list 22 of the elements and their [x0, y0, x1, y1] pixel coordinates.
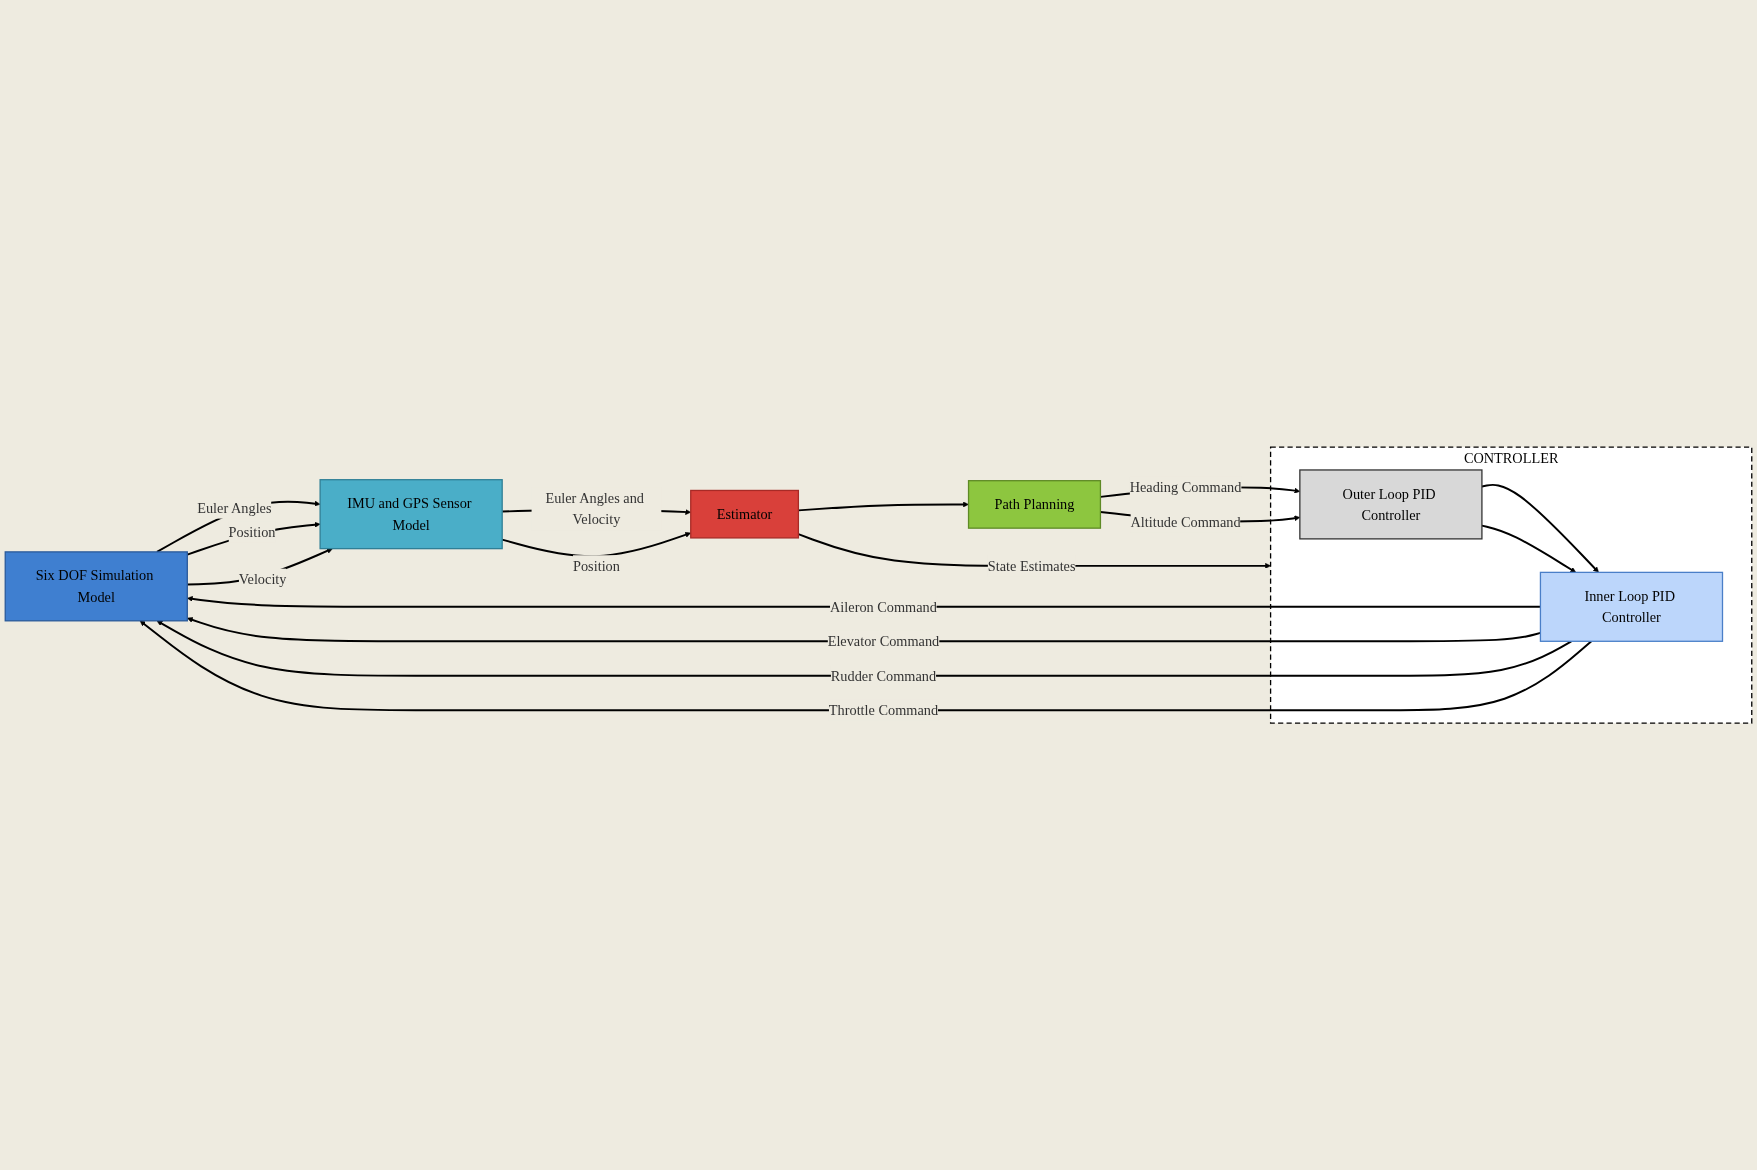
edge-label: Euler Angles and Velocity — [545, 489, 644, 528]
edge-label: Position — [228, 523, 276, 540]
node-box: Six DOF Simulation Model — [4, 551, 188, 622]
edge-label: Euler Angles — [197, 499, 272, 516]
node-box: Outer Loop PID Controller — [1299, 469, 1483, 540]
edge-label: Elevator Command — [827, 632, 940, 650]
arrow — [139, 620, 1593, 711]
edge-label: Position — [573, 557, 620, 574]
node-box: Estimator — [690, 489, 800, 539]
edge-label: State Estimates — [987, 557, 1076, 574]
arrow — [186, 521, 321, 556]
edge-label: Rudder Command — [830, 667, 937, 684]
arrow — [156, 500, 321, 553]
edge-label: Heading Command — [1129, 478, 1242, 496]
edge-label: Altitude Command — [1130, 513, 1241, 530]
node-box: IMU and GPS Sensor Model — [319, 478, 503, 550]
node-box: Path Planning — [967, 479, 1102, 529]
node-box: Inner Loop PID Controller — [1539, 571, 1724, 642]
edge-label: Throttle Command — [828, 701, 939, 719]
arrow — [156, 620, 1573, 677]
edge-label: Aileron Command — [830, 598, 937, 615]
edge-label: Velocity — [238, 570, 287, 588]
